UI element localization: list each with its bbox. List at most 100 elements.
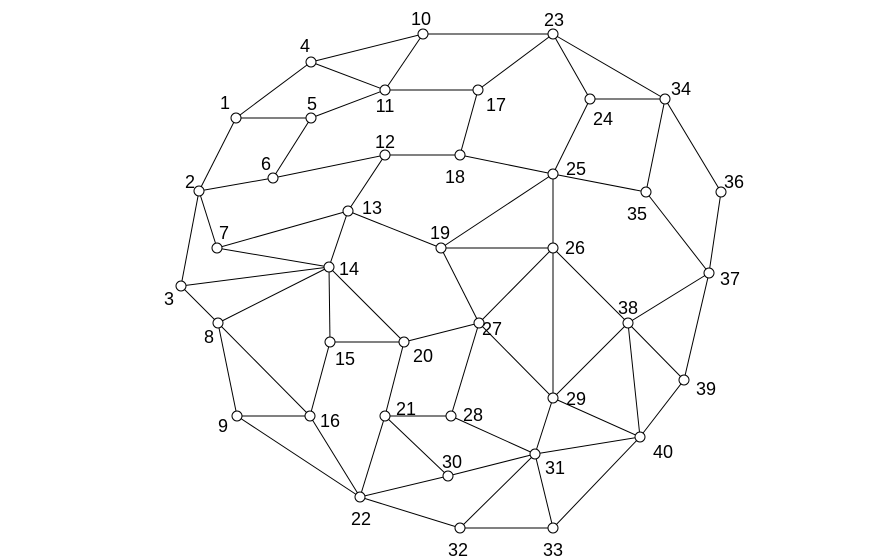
edge-3-14 [180,266,330,287]
node-label-25: 25 [566,159,586,179]
node-label-37: 37 [720,269,740,289]
node-label-8: 8 [204,327,214,347]
edge-31-32 [459,453,536,529]
edge-33-40 [552,436,641,529]
edge-17-23 [477,33,554,91]
edge-35-37 [645,191,710,274]
edge-38-39 [627,322,685,381]
edge-22-30 [359,475,449,498]
node-label-21: 21 [396,399,416,419]
node-label-28: 28 [463,405,483,425]
edge-29-31 [534,397,554,455]
node-15 [324,336,336,348]
node-31 [529,448,541,460]
edge-18-25 [459,154,554,175]
node-22 [354,491,366,503]
node-label-33: 33 [543,540,563,559]
node-label-30: 30 [442,452,462,472]
node-23 [547,28,559,40]
edge-26-27 [478,247,554,324]
edge-34-35 [645,98,666,193]
edge-21-30 [384,415,449,477]
edge-37-39 [683,272,710,381]
node-label-4: 4 [300,36,310,56]
node-16 [304,410,316,422]
node-label-20: 20 [413,346,433,366]
node-label-35: 35 [627,204,647,224]
node-label-11: 11 [376,96,395,116]
edge-26-38 [552,247,629,324]
edge-31-33 [534,453,554,529]
node-label-23: 23 [544,10,564,30]
node-label-9: 9 [218,416,228,436]
edge-23-24 [552,33,591,100]
node-34 [659,93,671,105]
node-39 [678,374,690,386]
node-19 [435,242,447,254]
node-24 [584,93,596,105]
node-37 [703,267,715,279]
node-label-15: 15 [335,349,355,369]
node-9 [231,410,243,422]
node-label-13: 13 [362,198,382,218]
node-12 [379,149,391,161]
node-label-16: 16 [320,411,340,431]
node-5 [305,112,317,124]
node-32 [454,522,466,534]
edge-29-40 [552,397,641,438]
node-21 [379,410,391,422]
node-10 [417,28,429,40]
node-label-24: 24 [593,109,613,129]
edge-3-8 [180,285,219,324]
node-label-38: 38 [618,298,638,318]
edge-6-12 [272,154,386,179]
edge-27-29 [478,322,554,399]
edge-20-27 [403,322,480,343]
node-layer [175,28,727,534]
edge-2-3 [180,190,200,287]
node-label-17: 17 [486,95,506,115]
edge-8-16 [217,322,311,417]
edge-12-13 [347,154,386,212]
edge-38-40 [627,322,641,438]
node-36 [715,186,727,198]
edge-7-14 [216,247,330,268]
edge-25-35 [552,173,647,193]
edge-17-18 [459,89,479,156]
edge-14-15 [328,266,331,343]
node-label-39: 39 [696,379,716,399]
node-label-27: 27 [482,319,502,339]
edge-1-2 [198,117,237,192]
edge-21-22 [359,415,386,498]
node-label-5: 5 [307,94,317,114]
node-label-32: 32 [448,540,468,559]
edge-7-13 [216,210,349,249]
edge-5-11 [310,89,386,119]
node-4 [305,56,317,68]
node-20 [398,336,410,348]
edge-8-9 [217,322,238,417]
edge-29-38 [552,322,629,399]
edge-9-22 [236,415,361,498]
edge-2-7 [198,190,218,249]
node-label-36: 36 [724,172,744,192]
edge-5-6 [272,117,312,179]
node-11 [379,84,391,96]
node-2 [193,185,205,197]
node-13 [342,205,354,217]
node-label-10: 10 [411,9,431,29]
edge-23-34 [552,33,666,100]
edge-4-10 [310,33,424,63]
node-label-40: 40 [653,442,673,462]
edge-20-21 [384,341,405,417]
node-label-19: 19 [430,223,450,243]
node-27 [473,317,485,329]
edge-27-28 [450,322,480,417]
node-35 [640,186,652,198]
node-18 [454,149,466,161]
node-25 [547,168,559,180]
node-29 [547,392,559,404]
edge-15-16 [309,341,331,417]
edge-layer [180,33,722,529]
